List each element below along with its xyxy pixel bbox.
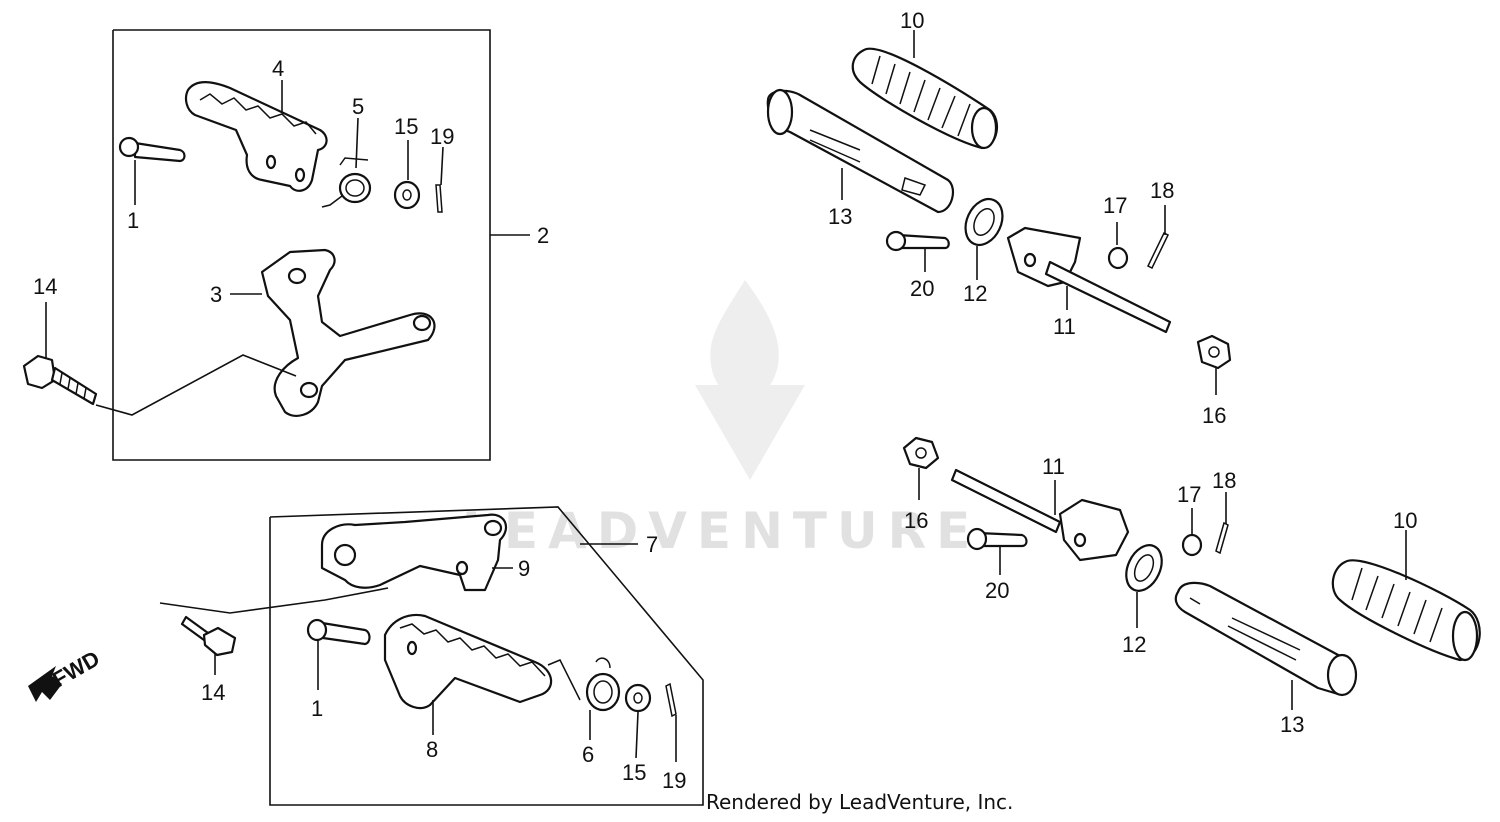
- callout-17-upper: 17: [1103, 193, 1127, 218]
- callout-18-upper: 18: [1150, 178, 1174, 203]
- callout-12-upper: 12: [963, 281, 987, 306]
- callout-15-lower: 15: [622, 760, 646, 785]
- part-16-nut-lower: [902, 436, 940, 500]
- watermark-text: LEADVENTURE: [462, 502, 981, 560]
- callout-20-lower: 20: [985, 578, 1009, 603]
- part-5-spring-upper: [321, 117, 372, 208]
- callout-6: 6: [582, 742, 594, 767]
- callout-13-upper: 13: [828, 204, 852, 229]
- callout-15-upper: 15: [394, 114, 418, 139]
- part-6-spring-lower: [547, 657, 621, 740]
- part-11-peg-mount-lower: [950, 468, 1130, 562]
- part-19-cotter-pin-lower: [665, 682, 677, 762]
- callout-14-upper: 14: [33, 274, 57, 299]
- part-12-washer-lower: [1125, 544, 1163, 628]
- part-10-rubber-grip-upper: [851, 30, 999, 150]
- callout-12-lower: 12: [1122, 632, 1146, 657]
- callout-16-lower: 16: [904, 508, 928, 533]
- footer-credit: Rendered by LeadVenture, Inc.: [706, 790, 1014, 814]
- callout-5: 5: [352, 94, 364, 119]
- part-1-pin-lower: [306, 618, 371, 690]
- part-9-bracket: [320, 513, 513, 592]
- callout-16-upper: 16: [1202, 403, 1226, 428]
- flame-v-logo: [695, 280, 805, 480]
- callout-3: 3: [210, 282, 222, 307]
- part-8-footpeg-lower: [383, 613, 553, 735]
- callout-20-upper: 20: [910, 276, 934, 301]
- callout-13-lower: 13: [1280, 712, 1304, 737]
- assembly-2-frame: [112, 29, 530, 461]
- callout-8: 8: [426, 737, 438, 762]
- arrow-down-left-icon: [28, 666, 62, 702]
- part-3-bracket: [230, 248, 436, 417]
- callout-11-lower: 11: [1042, 454, 1065, 479]
- part-20-clevis-pin-upper: [885, 230, 950, 272]
- part-18-cotter-pin-upper: [1147, 205, 1169, 270]
- part-15-washer-lower: [624, 683, 652, 759]
- callout-9: 9: [518, 556, 530, 581]
- callout-10-upper: 10: [900, 8, 924, 33]
- part-15-washer-upper: [393, 140, 421, 210]
- part-10-rubber-grip-lower: [1331, 530, 1481, 662]
- fwd-label: FWD: [48, 646, 104, 693]
- callout-7: 7: [646, 532, 658, 557]
- part-19-cotter-pin-upper: [435, 146, 444, 213]
- callout-4: 4: [272, 56, 284, 81]
- part-1-pin-upper: [118, 136, 186, 205]
- callout-14-lower: 14: [201, 680, 225, 705]
- part-16-nut-upper: [1196, 334, 1232, 395]
- callout-18-lower: 18: [1212, 468, 1236, 493]
- callout-2: 2: [537, 223, 549, 248]
- part-17-washer-upper: [1107, 222, 1129, 270]
- callout-1-upper: 1: [127, 208, 139, 233]
- assembly-7-frame: [269, 506, 704, 806]
- part-20-clevis-pin-lower: [966, 527, 1028, 575]
- callout-11-upper: 11: [1053, 314, 1076, 339]
- part-13-peg-tube-lower: [1174, 581, 1358, 710]
- callout-19-lower: 19: [662, 768, 686, 793]
- callout-17-lower: 17: [1177, 482, 1201, 507]
- callout-1-lower: 1: [311, 696, 323, 721]
- part-17-washer-lower: [1181, 508, 1203, 557]
- fwd-direction-arrow: FWD: [28, 646, 104, 702]
- callout-labels: 1 2 3 4 5 15 19 14 7 9 14 1 8 6 15 19 10…: [33, 8, 1417, 793]
- part-18-cotter-pin-lower: [1215, 492, 1229, 555]
- callout-10-lower: 10: [1393, 508, 1417, 533]
- part-14-bolt-upper: [22, 302, 297, 416]
- part-11-peg-mount-upper: [1006, 226, 1172, 334]
- part-4-footpeg-upper: [184, 80, 328, 192]
- callout-19-upper: 19: [430, 124, 454, 149]
- part-14-bolt-lower: [159, 587, 389, 675]
- part-13-peg-tube-upper: [766, 88, 955, 214]
- part-12-washer-upper: [964, 197, 1004, 280]
